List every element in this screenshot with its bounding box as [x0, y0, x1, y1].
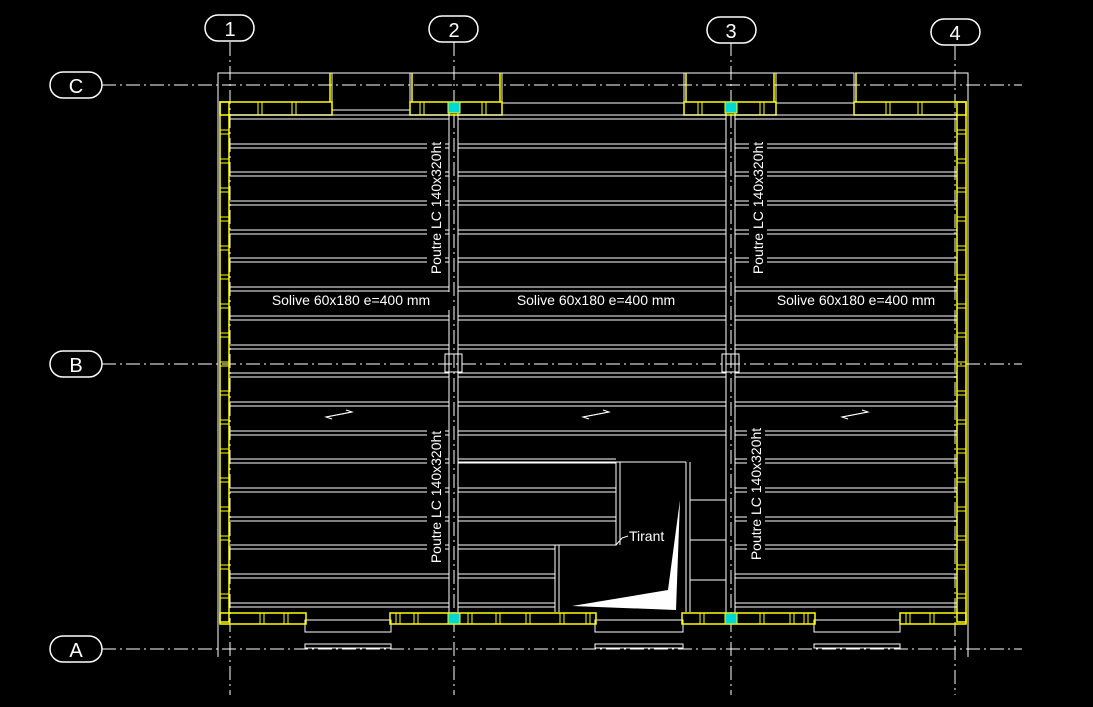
column-c2 — [447, 101, 461, 114]
grid-label-c: C — [69, 76, 83, 98]
joist-label-left: Solive 60x180 e=400 mm — [272, 292, 430, 308]
grid-label-3: 3 — [725, 21, 736, 43]
grid-label-4: 4 — [949, 23, 960, 45]
grid-label-1: 1 — [224, 19, 235, 41]
grid-bubble-1: 1 — [204, 14, 255, 42]
grid-bubble-2: 2 — [428, 15, 479, 43]
span-arrow-left — [324, 409, 354, 420]
joists — [230, 114, 957, 608]
columns — [447, 101, 738, 625]
wall-studs — [220, 102, 966, 624]
span-direction-arrows — [324, 409, 870, 420]
stair-arrow — [572, 500, 680, 610]
joist-label-center: Solive 60x180 e=400 mm — [517, 292, 675, 308]
grid-bubble-4: 4 — [930, 18, 981, 46]
beam-label-2-upper: Poutre LC 140x320ht — [428, 142, 444, 274]
joist-label-right: Solive 60x180 e=400 mm — [777, 292, 935, 308]
span-arrow-right — [840, 409, 870, 420]
grid-bubble-b: B — [49, 350, 103, 378]
column-a2 — [447, 612, 461, 625]
grid-bubble-3: 3 — [706, 16, 757, 44]
span-arrow-center — [581, 409, 611, 420]
grid-bubble-a: A — [49, 635, 103, 663]
grid-label-b: B — [69, 355, 82, 377]
grid-label-a: A — [69, 640, 83, 662]
column-a3 — [724, 612, 738, 625]
beam-label-2-lower: Poutre LC 140x320ht — [428, 431, 444, 563]
stair-opening — [458, 461, 726, 612]
beam-label-3-upper: Poutre LC 140x320ht — [750, 142, 766, 274]
building-outline — [217, 72, 969, 657]
tie-leader — [615, 535, 629, 546]
grid-bubble-c: C — [49, 71, 103, 99]
column-c3 — [724, 101, 738, 114]
beam-label-3-lower: Poutre LC 140x320ht — [748, 428, 764, 560]
tie-label: Tirant — [629, 528, 664, 544]
grid-lines — [102, 42, 1022, 695]
joist-labels: Solive 60x180 e=400 mm Solive 60x180 e=4… — [252, 292, 942, 310]
grid-label-2: 2 — [448, 20, 459, 42]
beam-labels: Poutre LC 140x320ht Poutre LC 140x320ht … — [427, 140, 767, 566]
